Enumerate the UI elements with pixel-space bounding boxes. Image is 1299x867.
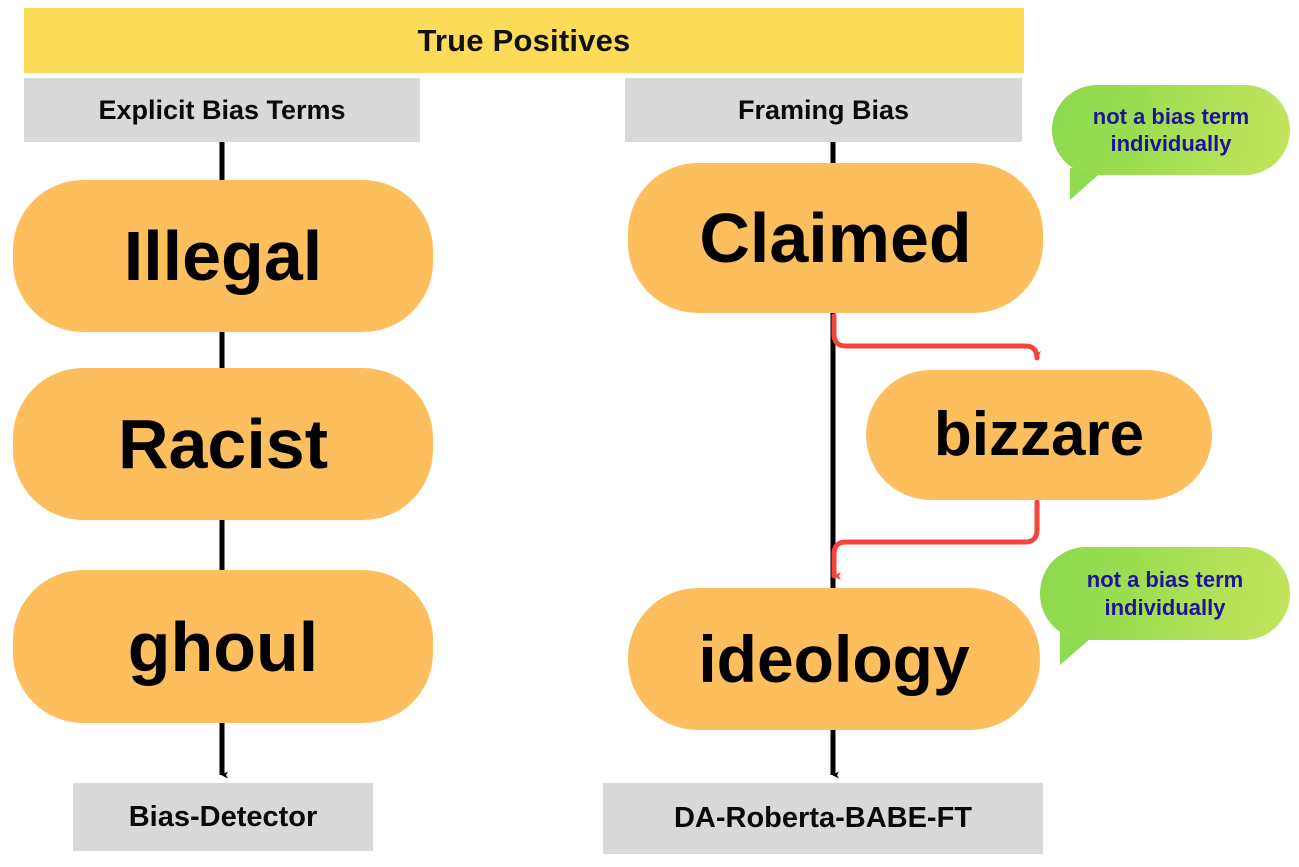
category-label: Framing Bias bbox=[737, 94, 910, 125]
wire-claimed-to-bizzare bbox=[831, 313, 1045, 362]
term-pill-ghoul: ghoul bbox=[13, 570, 433, 723]
model-label: DA-Roberta-BABE-FT bbox=[673, 802, 973, 834]
true-positives-banner: True Positives bbox=[24, 8, 1024, 73]
wire-bizzare-to-ideology bbox=[831, 499, 1040, 580]
banner-title: True Positives bbox=[417, 22, 631, 58]
term-label: Racist bbox=[117, 405, 329, 483]
term-pill-claimed: Claimed bbox=[628, 163, 1043, 313]
term-pill-bizzare: bizzare bbox=[866, 370, 1212, 500]
term-label: Claimed bbox=[699, 199, 972, 277]
term-pill-racist: Racist bbox=[13, 368, 433, 520]
model-box-bias-detector: Bias-Detector bbox=[73, 783, 373, 851]
term-label: ideology bbox=[698, 622, 970, 696]
category-header-explicit-bias-terms: Explicit Bias Terms bbox=[24, 78, 420, 142]
term-label: bizzare bbox=[933, 400, 1145, 469]
annotation-text: not a bias term individually bbox=[1092, 103, 1250, 157]
category-label: Explicit Bias Terms bbox=[98, 94, 346, 125]
term-label: Illegal bbox=[123, 217, 323, 295]
model-box-da-roberta-babe-ft: DA-Roberta-BABE-FT bbox=[603, 783, 1043, 854]
model-label: Bias-Detector bbox=[128, 800, 318, 833]
annotation-bubble-ideology: not a bias term individually bbox=[1040, 547, 1290, 640]
annotation-text: not a bias term individually bbox=[1086, 567, 1244, 620]
term-pill-ideology: ideology bbox=[628, 588, 1040, 730]
term-pill-illegal: Illegal bbox=[13, 180, 433, 332]
annotation-bubble-claimed: not a bias term individually bbox=[1052, 85, 1290, 175]
term-label: ghoul bbox=[127, 607, 319, 686]
category-header-framing-bias: Framing Bias bbox=[625, 78, 1022, 142]
